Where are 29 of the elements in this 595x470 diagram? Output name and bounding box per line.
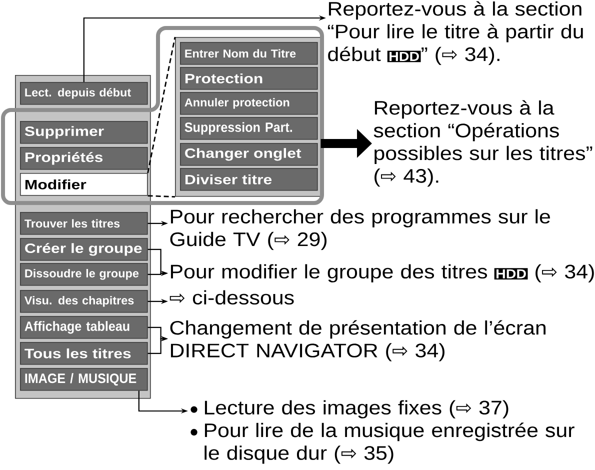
bullet-item: Pour lire de la musique enregistrée sur le disque dur (⇨ 35) <box>204 422 574 464</box>
description-text: Changement de présentation de l’écran DIRECT NAVIGATOR (⇨ 34) <box>170 320 546 362</box>
menu-button: Visu. des chapitres <box>20 290 148 313</box>
menu-button: IMAGE / MUSIQUE <box>20 368 148 391</box>
menu-button: Tous les titres <box>20 342 148 365</box>
menu-button: Suppression Part. <box>180 117 318 140</box>
menu-button: Changer onglet <box>180 143 318 166</box>
menu-button: Dissoudre le groupe <box>20 263 148 286</box>
description-text: Pour modifier le groupe des titres HDD (⇨ 34) <box>170 264 594 282</box>
menu-button: Trouver les titres <box>20 212 148 235</box>
bullet-item: Lecture des images fixes (⇨ 37) <box>204 400 508 418</box>
hdd-badge: HDD <box>387 50 421 62</box>
menu-button: Lect. depuis début <box>20 82 148 105</box>
menu-button: Supprimer <box>20 121 148 144</box>
menu-button: Affichage tableau <box>20 316 148 339</box>
zoom-line <box>147 36 176 174</box>
hdd-badge: HDD <box>494 268 528 280</box>
zoom-line <box>148 195 176 198</box>
description-text: Reportez-vous à la section “Opérations possibles sur les titres” (⇨ 43). <box>374 100 592 187</box>
description-text: Pour rechercher des programmes sur le Guide TV (⇨ 29) <box>170 209 550 250</box>
menu-button: Annuler protection <box>180 92 318 115</box>
menu-button: Modifier <box>20 172 148 196</box>
menu-button: Créer le groupe <box>20 238 148 261</box>
menu-button: Protection <box>180 67 318 90</box>
description-text: ⇨ ci-dessous <box>170 290 294 304</box>
menu-button: Propriétés <box>20 147 148 170</box>
menu-button: Entrer Nom du Titre <box>180 42 318 65</box>
menu-button: Diviser titre <box>180 168 318 191</box>
description-text: Reportez-vous à la section “Pour lire le titre à partir du début HDD” (⇨ 34). <box>328 1 583 65</box>
